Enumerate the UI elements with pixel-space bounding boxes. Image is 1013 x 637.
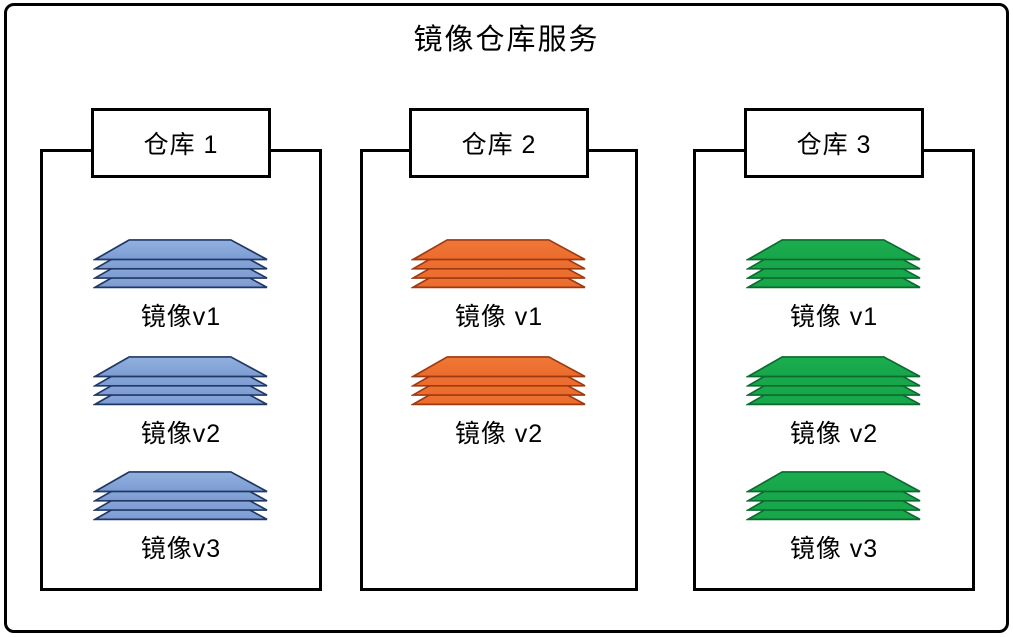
repo-box-2: 仓库 2 镜像 v1 镜像 v2 [360, 108, 638, 591]
layers-icon [746, 471, 921, 521]
layers-icon [93, 239, 268, 289]
image-version-label: 镜像 v1 [789, 302, 879, 331]
layers-icon [411, 239, 586, 289]
image-version-label: 镜像v2 [140, 419, 222, 448]
repo-box-1: 仓库 1 镜像v1 镜像v2 镜像v3 [40, 108, 322, 591]
image-version-label: 镜像 v2 [454, 419, 544, 448]
layers-icon [746, 239, 921, 289]
image-layer-stack: 镜像 v1 [409, 238, 589, 333]
image-layer-stack: 镜像v1 [91, 238, 271, 333]
image-layer-stack: 镜像v3 [91, 470, 271, 565]
image-version-label: 镜像v1 [140, 302, 222, 331]
image-version-label: 镜像 v2 [789, 419, 879, 448]
repo-box-3: 仓库 3 镜像 v1 镜像 v2 镜像 v3 [693, 108, 975, 591]
image-layer-stack: 镜像 v2 [744, 355, 924, 450]
image-layer-stack: 镜像 v1 [744, 238, 924, 333]
layers-icon [93, 356, 268, 406]
image-layer-stack: 镜像v2 [91, 355, 271, 450]
layers-icon [411, 356, 586, 406]
repo-label-1: 仓库 1 [91, 108, 271, 178]
layers-icon [93, 471, 268, 521]
diagram-title: 镜像仓库服务 [413, 24, 600, 56]
image-version-label: 镜像 v3 [789, 534, 879, 563]
repo-label-2: 仓库 2 [409, 108, 589, 178]
image-version-label: 镜像 v1 [454, 302, 544, 331]
image-version-label: 镜像v3 [140, 534, 222, 563]
image-layer-stack: 镜像 v3 [744, 470, 924, 565]
image-layer-stack: 镜像 v2 [409, 355, 589, 450]
repo-label-3: 仓库 3 [744, 108, 924, 178]
layers-icon [746, 356, 921, 406]
